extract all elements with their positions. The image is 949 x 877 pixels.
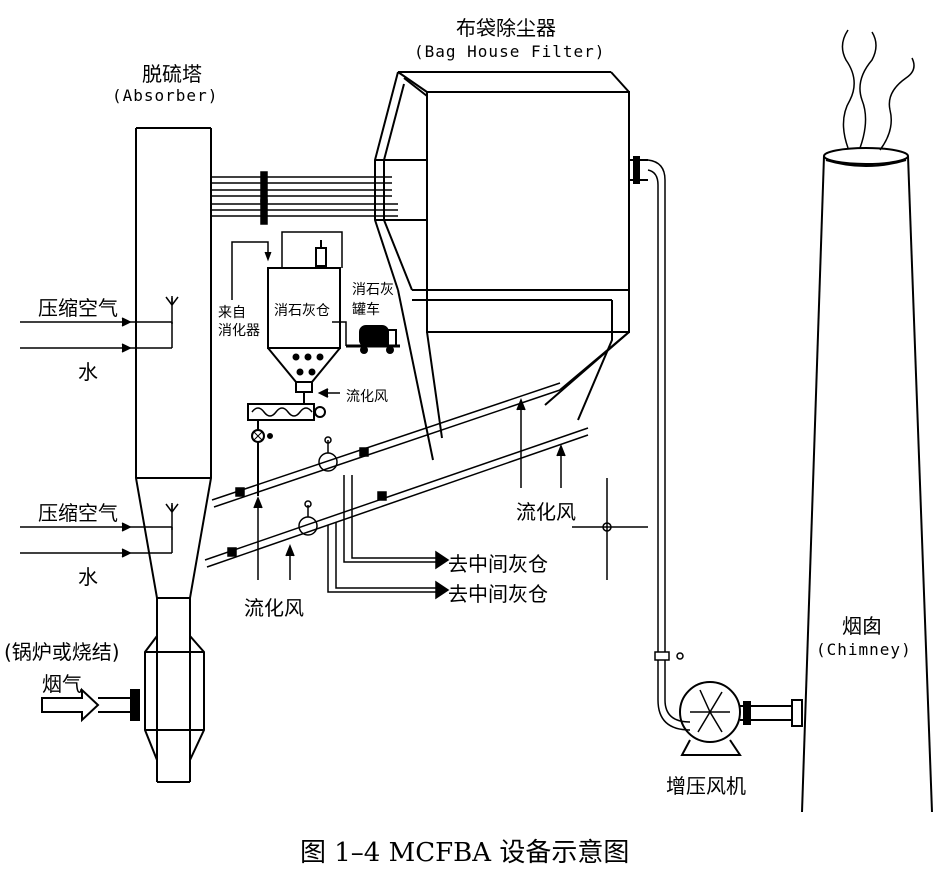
from-digester-label: 来自 消化器 [218,305,260,339]
to-ash-silo-label-1: 去中间灰仓 [448,552,548,576]
recirculation-chute-lower [205,428,588,567]
boiler-source-label: (锅炉或烧结) [4,640,120,664]
water-line-upper [20,322,172,352]
fluidizing-air-arrows-bottom [254,498,294,580]
recirculation-chute-upper [212,383,560,507]
water-line-lower [20,527,172,557]
compressed-air-line-lower [20,523,172,531]
duct-filter-to-fan [648,160,690,730]
compressed-air-line-upper [20,318,172,326]
figure-caption: 图 1–4 MCFBA 设备示意图 [300,838,630,868]
crosshair-mark [572,478,648,580]
chimney-label-en: (Chimney) [816,640,912,659]
lime-tanker-truck [332,322,400,353]
fluid-air-right-label: 流化风 [516,500,576,524]
water-label-lower: 水 [78,565,98,589]
bag-filter-label-en: (Bag House Filter) [414,42,606,61]
to-ash-silo-label-2: 去中间灰仓 [448,582,548,606]
lime-silo-label: 消石灰仓 [274,303,330,319]
screw-conveyor [248,392,325,496]
flue-gas-inlet-arrow [42,690,131,720]
chimney [802,30,932,812]
flue-gas-label: 烟气 [42,672,82,696]
bag-filter-label-cn: 布袋除尘器 [456,16,556,40]
absorber-label-cn: 脱硫塔 [142,62,202,86]
bag-house-filter [375,72,648,460]
booster-fan-label: 增压风机 [666,774,746,798]
absorber-tower [131,128,211,782]
fluid-air-silo-label: 流化风 [346,389,388,405]
water-label-upper: 水 [78,360,98,384]
lime-tanker-label: 消石灰 罐车 [352,282,394,318]
spray-nozzle-lower [166,503,178,530]
compressed-air-label-lower: 压缩空气 [38,501,118,525]
compressed-air-label-upper: 压缩空气 [38,296,118,320]
booster-fan [680,682,802,755]
chimney-label-cn: 烟囱 [842,614,882,638]
fluidizing-air-arrows-right [517,400,565,488]
duct-absorber-to-filter [211,172,398,224]
fluid-air-bottom-label: 流化风 [244,596,304,620]
absorber-label-en: (Absorber) [112,86,219,105]
spray-nozzle-upper [166,296,178,324]
ash-discharge-lines [328,475,448,598]
